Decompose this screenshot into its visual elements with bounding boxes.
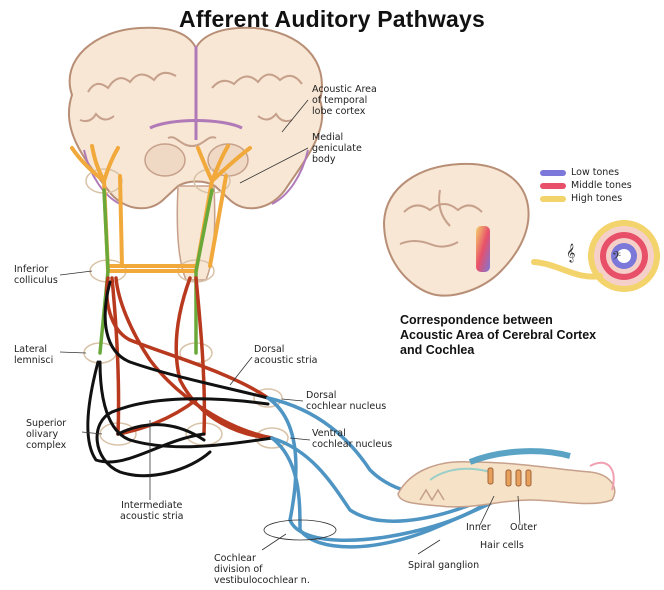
legend-swatch-low xyxy=(540,170,566,176)
label-outer: Outer xyxy=(510,522,537,533)
label-medial-geniculate: Medialgeniculatebody xyxy=(312,132,362,165)
correspondence-heading: Correspondence betweenAcoustic Area of C… xyxy=(400,313,596,358)
bass-clef-icon: 𝄢 xyxy=(612,250,621,266)
label-superior-olivary: Superiorolivarycomplex xyxy=(26,418,66,451)
red-pathway xyxy=(107,278,272,438)
treble-clef-icon: 𝄞 xyxy=(566,243,575,263)
cochlea-spiral: 𝄞 𝄢 xyxy=(534,220,660,292)
legend-swatch-high xyxy=(540,196,566,202)
legend-item-high: High tones xyxy=(540,192,632,205)
label-dorsal-nucleus: Dorsalcochlear nucleus xyxy=(306,390,386,412)
lateral-brain xyxy=(384,164,529,296)
label-cochlear-division: Cochleardivision ofvestibulocochlear n. xyxy=(214,553,310,586)
label-inferior-colliculus: Inferiorcolliculus xyxy=(14,264,58,286)
label-acoustic-area: Acoustic Areaof temporallobe cortex xyxy=(312,84,377,117)
tonotopic-strip xyxy=(476,226,490,272)
page-title: Afferent Auditory Pathways xyxy=(0,6,664,33)
legend-item-low: Low tones xyxy=(540,166,632,179)
label-dorsal-stria: Dorsalacoustic stria xyxy=(254,344,317,366)
label-intermediate-stria: Intermediateacoustic stria xyxy=(120,500,183,522)
label-hair-cells: Hair cells xyxy=(480,540,524,551)
legend-swatch-middle xyxy=(540,183,566,189)
label-inner: Inner xyxy=(466,522,491,533)
organ-of-corti xyxy=(398,451,615,507)
legend-item-middle: Middle tones xyxy=(540,179,632,192)
tone-legend: Low tones Middle tones High tones xyxy=(540,166,632,205)
label-ventral-nucleus: Ventralcochlear nucleus xyxy=(312,428,392,450)
label-lateral-lemnisci: Laterallemnisci xyxy=(14,344,53,366)
label-spiral-ganglion: Spiral ganglion xyxy=(408,560,479,571)
